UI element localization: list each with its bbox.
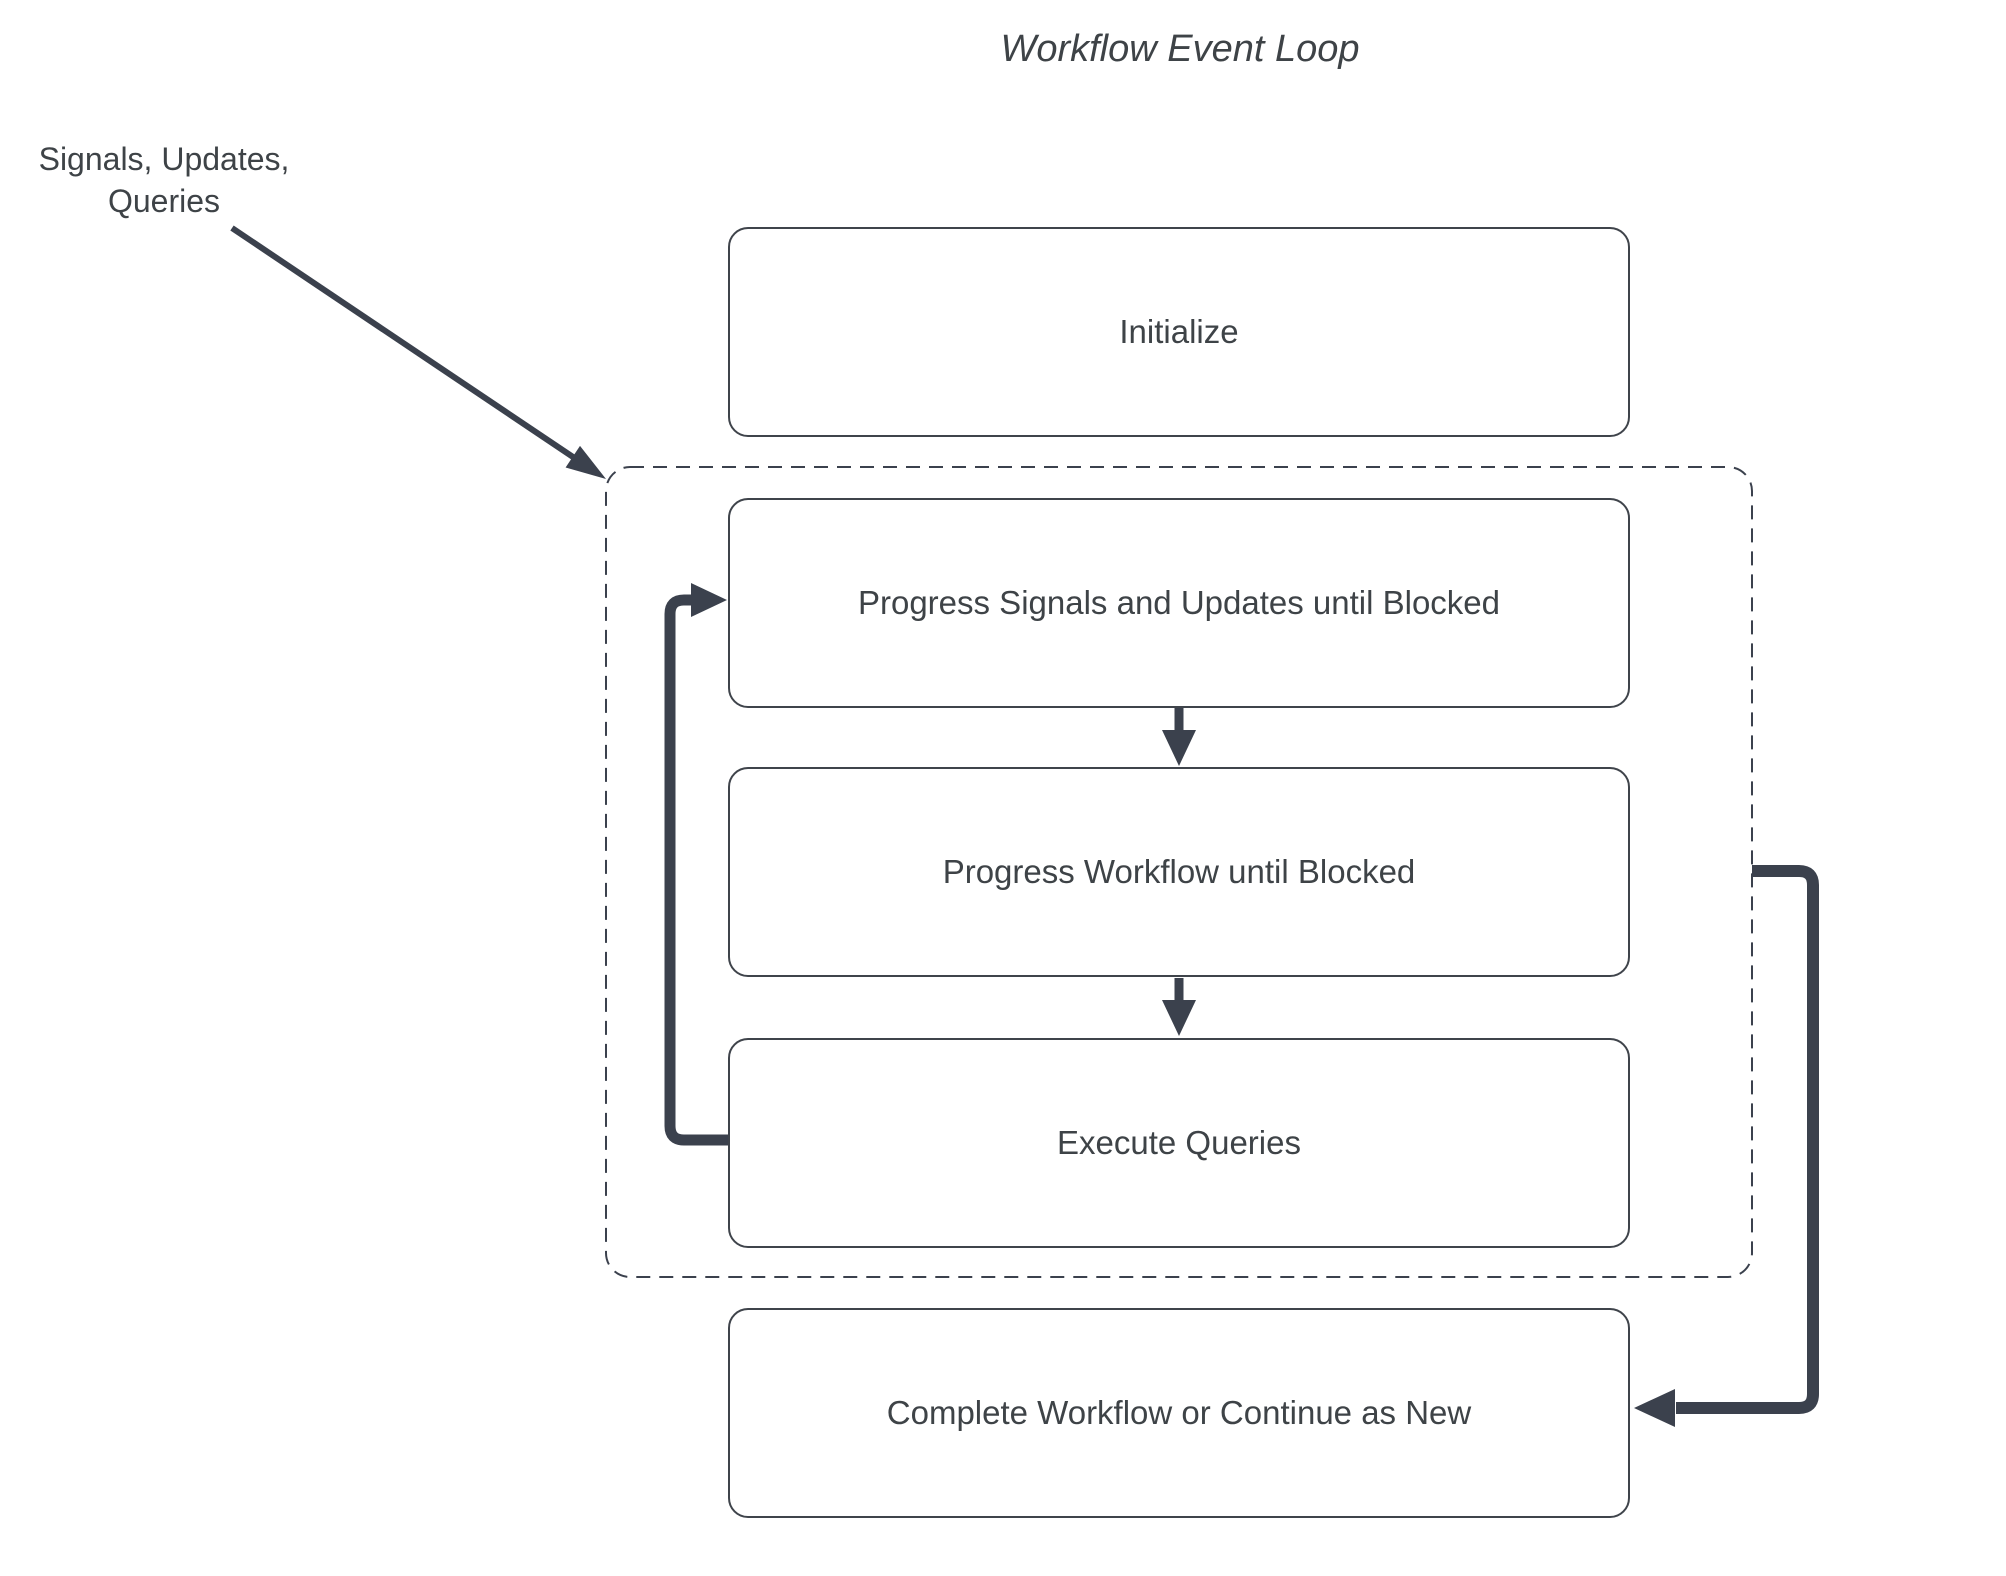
progress-workflow-to-execute-queries-arrow — [1162, 978, 1196, 1036]
node-progress-signals-and-updates: Progress Signals and Updates until Block… — [728, 498, 1630, 708]
external-input-label-line1: Signals, Updates, — [38, 141, 290, 177]
external-input-label-line2: Queries — [107, 183, 221, 219]
node-execute-queries: Execute Queries — [728, 1038, 1630, 1248]
external-input-arrow — [230, 225, 606, 479]
node-progress-workflow: Progress Workflow until Blocked — [728, 767, 1630, 977]
diagram-title: Workflow Event Loop — [1000, 28, 1360, 70]
node-complete-workflow: Complete Workflow or Continue as New — [728, 1308, 1630, 1518]
event-loop-to-complete-arrowhead — [1634, 1389, 1675, 1427]
execute-queries-loopback-arrowhead — [691, 583, 727, 617]
external-input-arrowhead — [565, 445, 606, 479]
node-initialize: Initialize — [728, 227, 1630, 437]
external-input-label: Signals, Updates, Queries — [19, 138, 309, 222]
execute-queries-loopback-line — [664, 594, 728, 1146]
progress-workflow-to-execute-queries-arrowhead — [1162, 1000, 1196, 1036]
event-loop-to-complete-arrow — [1634, 865, 1819, 1427]
external-input-arrow-line — [230, 225, 578, 462]
event-loop-to-complete-line — [1676, 865, 1819, 1414]
execute-queries-loopback-arrow — [664, 583, 728, 1146]
progress-signals-to-progress-workflow-arrow — [1162, 708, 1196, 766]
progress-signals-to-progress-workflow-arrowhead — [1162, 730, 1196, 766]
